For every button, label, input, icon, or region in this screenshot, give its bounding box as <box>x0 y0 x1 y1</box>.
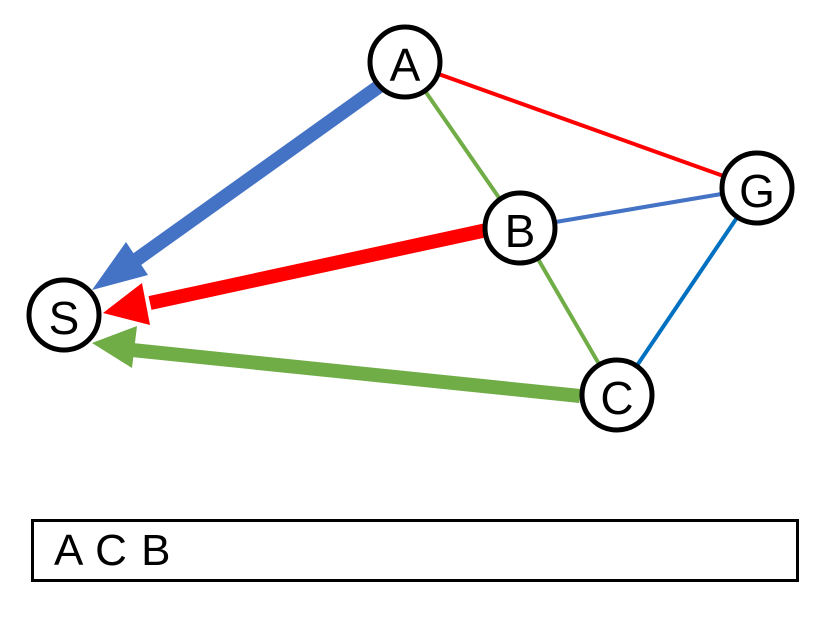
node-a: A <box>367 24 443 100</box>
arrow-a-to-s-shaft <box>131 74 393 266</box>
node-b: B <box>482 190 558 266</box>
arrow-c-to-s-shaft <box>131 343 581 403</box>
node-s-label: S <box>49 292 80 344</box>
node-a-label: A <box>390 39 421 91</box>
node-g: G <box>719 150 795 226</box>
edge-c-g <box>615 186 759 397</box>
arrow-b-to-s-head <box>103 283 150 325</box>
edge-b-g <box>519 186 758 230</box>
arrow-c-to-s-head <box>92 326 137 368</box>
arrow-a-to-s-head <box>92 242 148 290</box>
queue-text: A C B <box>54 525 172 575</box>
node-b-label: B <box>505 205 536 257</box>
node-c: C <box>579 357 655 433</box>
edge-a-g <box>404 60 758 190</box>
node-c-label: C <box>600 372 633 424</box>
node-g-label: G <box>739 165 775 217</box>
node-s: S <box>26 277 102 353</box>
arrow-b-to-s-shaft <box>148 221 498 310</box>
queue-box: A C B <box>31 519 799 582</box>
